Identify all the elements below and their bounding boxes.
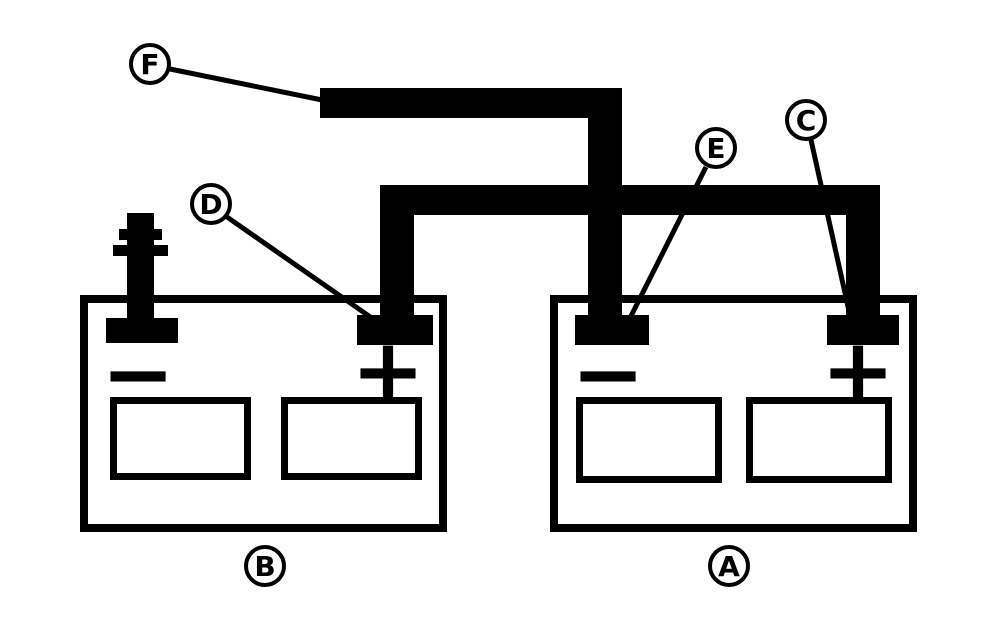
negative-post-shaft <box>127 218 154 324</box>
callout-f: F <box>129 43 171 85</box>
battery-a-minus-symbol: − <box>571 322 645 426</box>
cable-f-horizontal-run <box>320 88 622 118</box>
cable-positive-horizontal-run <box>380 185 880 215</box>
battery-b-cell-right <box>281 397 422 480</box>
negative-post-base <box>106 318 178 343</box>
battery-a-plus-symbol: + <box>821 319 895 423</box>
leader-line-f <box>169 66 328 104</box>
callout-a-label: A <box>718 549 740 583</box>
callout-c: C <box>785 99 827 141</box>
callout-b: B <box>244 545 286 587</box>
battery-b-minus-symbol: − <box>101 322 175 426</box>
callout-b-label: B <box>254 549 276 583</box>
callout-d-label: D <box>199 187 223 221</box>
callout-e-label: E <box>706 131 726 165</box>
battery-b-plus-symbol: + <box>351 319 425 423</box>
callout-d: D <box>190 183 232 225</box>
callout-c-label: C <box>795 103 817 137</box>
battery-a-cell-right <box>746 397 892 483</box>
battery-b-cell-left <box>110 397 251 480</box>
battery-a-cell-left <box>576 397 722 483</box>
callout-f-label: F <box>140 47 160 81</box>
callout-a: A <box>708 545 750 587</box>
callout-e: E <box>695 127 737 169</box>
